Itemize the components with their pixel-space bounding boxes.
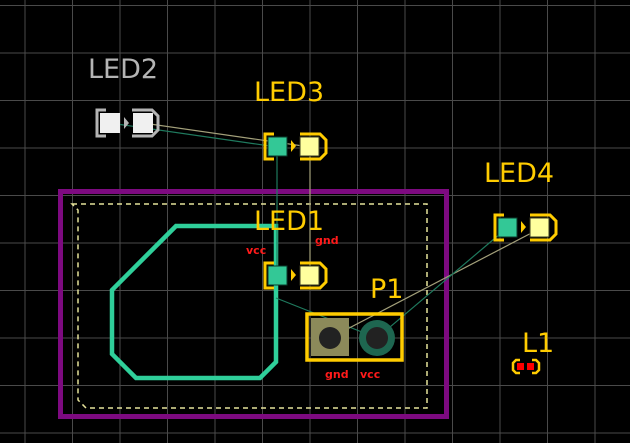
ref-led3: LED3: [254, 77, 324, 108]
l1-pad-1: [517, 363, 524, 370]
led3-polarity-icon: [291, 140, 296, 152]
component-l1[interactable]: L1: [511, 328, 554, 375]
led2-pad-2: [133, 113, 153, 133]
net-label-vcc: vcc: [246, 244, 266, 257]
ref-led2: LED2: [88, 54, 158, 85]
led1-pad-1: [267, 265, 288, 286]
p1-silk: [305, 312, 404, 362]
p1-drill-2: [366, 327, 388, 349]
ref-led4: LED4: [484, 158, 554, 189]
led4-silk: [493, 213, 558, 242]
component-led2[interactable]: LED2: [88, 54, 160, 138]
led3-pad-1: [267, 136, 288, 157]
component-led3[interactable]: LED3: [254, 77, 328, 161]
led3-silk: [263, 132, 328, 161]
board-outline[interactable]: [58, 189, 449, 419]
ratsnest-vcc-line: [376, 227, 508, 339]
component-p1[interactable]: P1 gnd vcc: [305, 274, 404, 381]
l1-pad-2: [527, 363, 534, 370]
net-label-gnd: gnd: [325, 368, 349, 381]
led3-pad-2: [299, 136, 320, 157]
ratsnest-gnd-line: [329, 227, 542, 339]
led1-silk: [263, 261, 328, 290]
l1-silk: [511, 358, 541, 375]
led2-pad-1: [100, 113, 120, 133]
led1-pad-2: [299, 265, 320, 286]
ref-led1: LED1: [254, 206, 324, 237]
ref-p1: P1: [370, 274, 403, 305]
led2-silk: [95, 108, 160, 138]
net-label-vcc: vcc: [360, 368, 380, 381]
led4-polarity-icon: [521, 221, 526, 233]
keepout-outline[interactable]: [70, 203, 428, 409]
net-label-gnd: gnd: [315, 234, 339, 247]
component-led4[interactable]: LED4: [484, 158, 558, 242]
ref-l1: L1: [522, 328, 554, 359]
component-led1[interactable]: LED1 vcc gnd: [246, 206, 339, 290]
led4-pad-2: [529, 217, 550, 238]
led2-polarity-icon: [124, 117, 129, 129]
p1-drill-1: [319, 327, 341, 349]
copper-trace[interactable]: [109, 223, 279, 381]
led4-pad-1: [497, 217, 518, 238]
led1-polarity-icon: [291, 269, 296, 281]
